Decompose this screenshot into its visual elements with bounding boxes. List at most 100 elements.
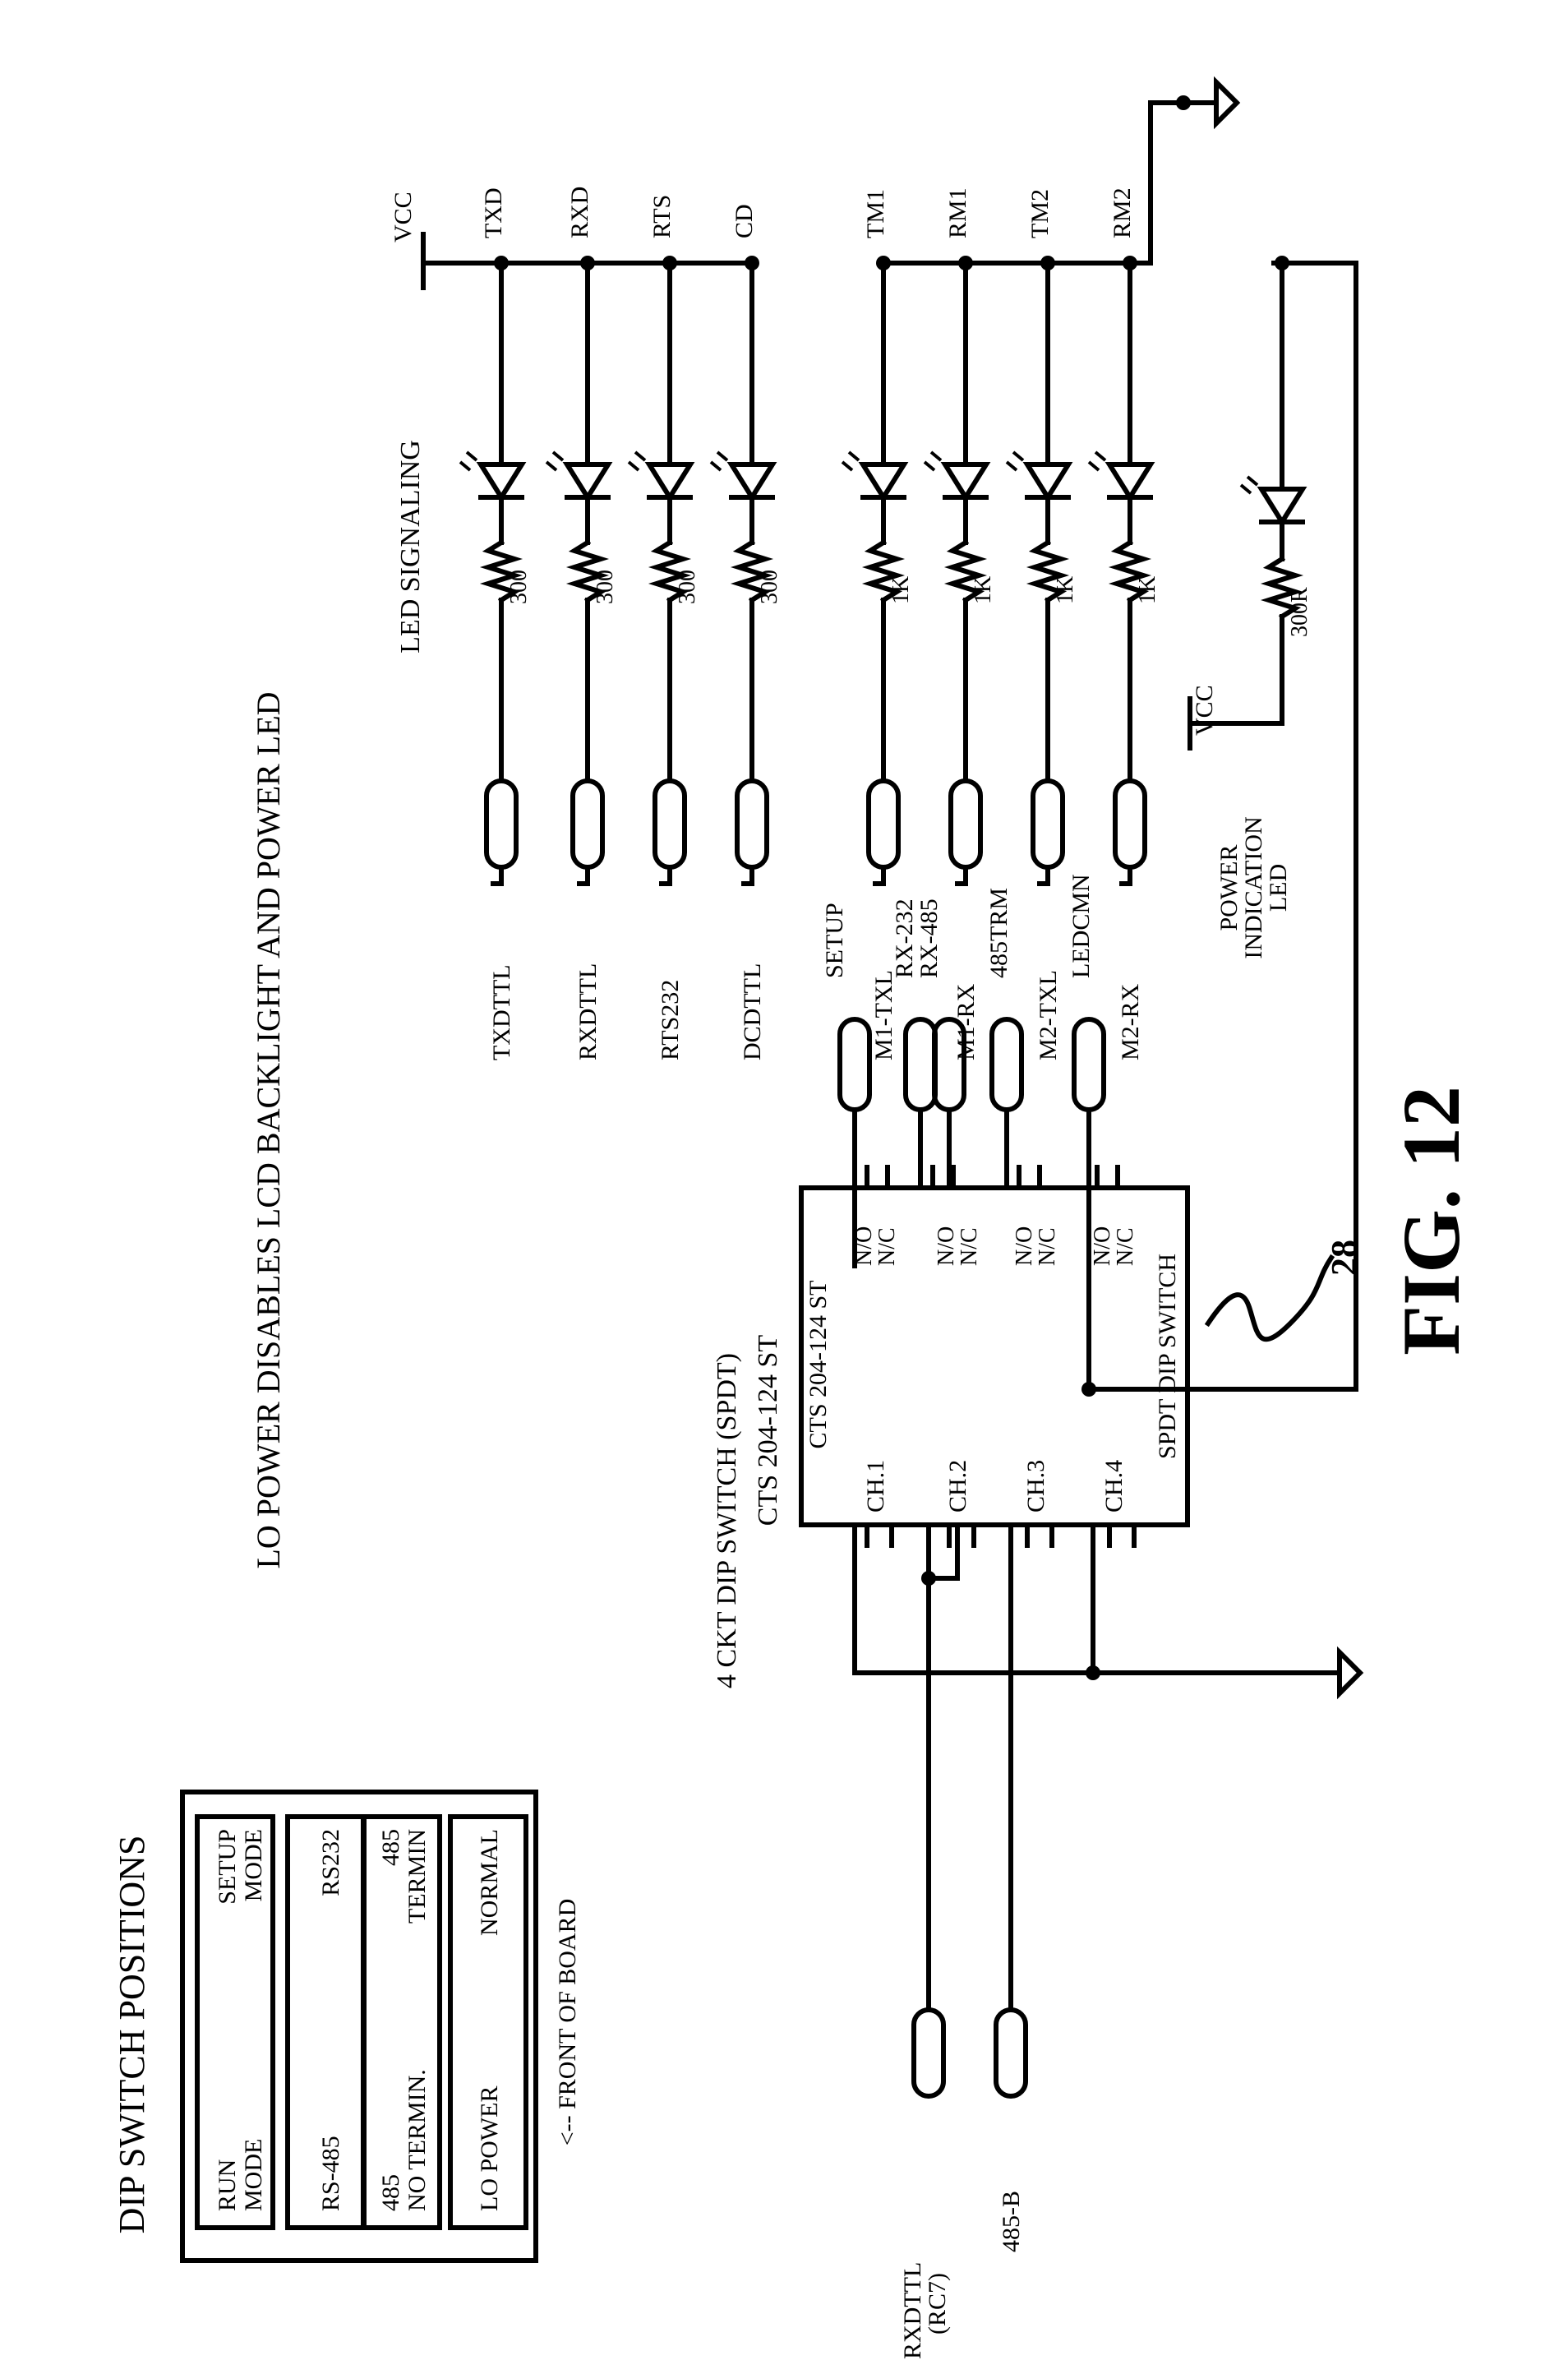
dip-positions-panel: DIP SWITCH POSITIONS RUN MODE SETUP MODE… xyxy=(112,1790,581,2263)
connector-pill xyxy=(932,1017,966,1112)
power-led-label-1: POWER xyxy=(1215,845,1243,931)
vcc-label: VCC xyxy=(390,192,417,242)
power-led-label-3: LED xyxy=(1265,864,1292,912)
connector-label: M2-TXL xyxy=(1035,970,1062,1060)
led-diode-icon xyxy=(1257,487,1307,527)
channel-label: CH.1 xyxy=(862,1460,889,1513)
channel-label: CH.2 xyxy=(944,1460,971,1513)
led-diode-icon xyxy=(726,462,777,502)
resistor-icon xyxy=(1260,555,1304,621)
dip-row-left-2: MODE xyxy=(240,2139,267,2211)
dip-row: RS-485 RS232 xyxy=(285,1814,366,2230)
dip-row: RUN MODE SETUP MODE xyxy=(195,1814,275,2230)
connector-pill xyxy=(1072,1017,1106,1112)
dip-row-right-1: SETUP xyxy=(214,1829,241,1905)
power-resistor-value: 300R xyxy=(1287,587,1312,637)
signal-label: TM2 xyxy=(1026,189,1054,238)
connector-pill xyxy=(837,1017,872,1112)
resistor-icon xyxy=(943,538,988,604)
resistor-icon xyxy=(1026,538,1070,604)
output-label-line-1: RX-232 xyxy=(891,898,918,978)
dip-row: 485 NO TERMIN. 485 TERMIN xyxy=(362,1814,442,2230)
signal-label: TM1 xyxy=(862,189,889,238)
dip-row-right-2: MODE xyxy=(240,1829,267,1901)
dip-panel-rows: RUN MODE SETUP MODE RS-485 RS232 485 NO … xyxy=(195,1814,528,2230)
resistor-icon xyxy=(648,538,692,604)
signal-label: TXD xyxy=(480,187,507,238)
dip-row-right-1: 485 xyxy=(377,1829,404,1866)
svg-text:N/C: N/C xyxy=(874,1227,900,1266)
connector-pill xyxy=(1031,778,1065,870)
led-diode-icon xyxy=(562,462,613,502)
reference-leader xyxy=(1204,1254,1335,1342)
svg-text:N/O: N/O xyxy=(1012,1226,1037,1266)
connector-label: DCDTTL xyxy=(739,963,766,1060)
switch-title-line-2: CTS 204-124 ST xyxy=(753,1335,783,1526)
svg-text:N/O: N/O xyxy=(1090,1226,1115,1266)
led-section-title: LED SIGNALING xyxy=(395,440,426,654)
power-led-branch: 300R VCC POWER INDICATION LED xyxy=(1188,256,1312,959)
svg-text:N/O: N/O xyxy=(934,1226,959,1266)
dip-row-left-2: NO TERMIN. xyxy=(404,2069,431,2211)
input-label: 485-B xyxy=(998,2191,1025,2252)
dip-switch-ic: 4 CKT DIP SWITCH (SPDT) CTS 204-124 ST C… xyxy=(712,1165,1364,1688)
power-led-label-2: INDICATION xyxy=(1240,816,1267,958)
svg-text:N/C: N/C xyxy=(957,1227,982,1266)
signal-label: RTS xyxy=(648,195,676,238)
signal-label: RM1 xyxy=(944,187,971,238)
dip-panel-title: DIP SWITCH POSITIONS xyxy=(112,1836,152,2234)
ground-arrow-icon xyxy=(1337,1646,1364,1700)
connector-label: M1-RX xyxy=(952,983,980,1060)
output-label: SETUP xyxy=(821,903,848,978)
switch-title-line-1: 4 CKT DIP SWITCH (SPDT) xyxy=(712,1353,742,1688)
connector-pill xyxy=(994,2007,1028,2099)
contact-labels: N/O N/C N/O N/C N/O N/C N/O N/C xyxy=(851,1226,1138,1266)
switch-input-wiring: RXDTTL (RC7) 485-B xyxy=(852,1522,1364,2359)
resistor-value: 300 xyxy=(675,570,700,604)
led-diode-icon xyxy=(858,462,909,502)
signal-label: CD xyxy=(731,204,758,238)
connector-pill xyxy=(570,778,605,870)
dip-row: LO POWER NORMAL xyxy=(448,1814,528,2230)
connector-pill xyxy=(866,778,901,870)
resistor-icon xyxy=(861,538,906,604)
lo-power-note: LO POWER DISABLES LCD BACKLIGHT AND POWE… xyxy=(250,691,287,1568)
resistor-value: 300 xyxy=(593,570,618,604)
resistor-value: 1K xyxy=(1135,576,1160,604)
ground-arrow-icon xyxy=(1214,76,1241,130)
resistor-value: 1K xyxy=(888,576,914,604)
input-label-line-2: (RC7) xyxy=(924,2273,951,2335)
dip-panel-frame xyxy=(180,1790,538,2263)
switch-body-bottom-label: SPDT DIP SWITCH xyxy=(1154,1254,1181,1459)
figure-caption: FIG. 12 xyxy=(1386,1086,1477,1356)
led-signaling-section: LED SIGNALING VCC TXD300TXDTTLRXD300RXDT… xyxy=(390,76,1312,1060)
signal-label: RXD xyxy=(566,187,593,238)
led-channel: TM2 1K M2-TXL xyxy=(1005,189,1078,1060)
led-channel: TM1 1K M1-TXL xyxy=(841,189,914,1060)
dip-row-left-1: RUN xyxy=(214,2159,241,2211)
connector-label: M2-RX xyxy=(1117,983,1144,1060)
connector-pill xyxy=(1113,778,1147,870)
channel-label: CH.4 xyxy=(1100,1460,1128,1513)
dip-row-right-1: NORMAL xyxy=(476,1829,503,1936)
dip-row-left-1: RS-485 xyxy=(317,2136,344,2211)
power-vcc-label: VCC xyxy=(1191,685,1218,736)
connector-pill xyxy=(484,778,519,870)
dip-row-right-1: RS232 xyxy=(317,1829,344,1896)
connector-pill xyxy=(948,778,983,870)
connector-pill xyxy=(989,1017,1024,1112)
connector-label: M1-TXL xyxy=(870,970,897,1060)
resistor-value: 1K xyxy=(1053,576,1078,604)
resistor-icon xyxy=(565,538,610,604)
switch-body-top-label: CTS 204-124 ST xyxy=(805,1280,832,1448)
connector-pill xyxy=(911,2007,946,2099)
output-label: 485TRM xyxy=(985,888,1012,978)
switch-body xyxy=(799,1185,1190,1527)
output-label: LEDCMN xyxy=(1068,874,1095,978)
channel-label: CH.3 xyxy=(1022,1460,1049,1513)
led-diode-icon xyxy=(1022,462,1073,502)
